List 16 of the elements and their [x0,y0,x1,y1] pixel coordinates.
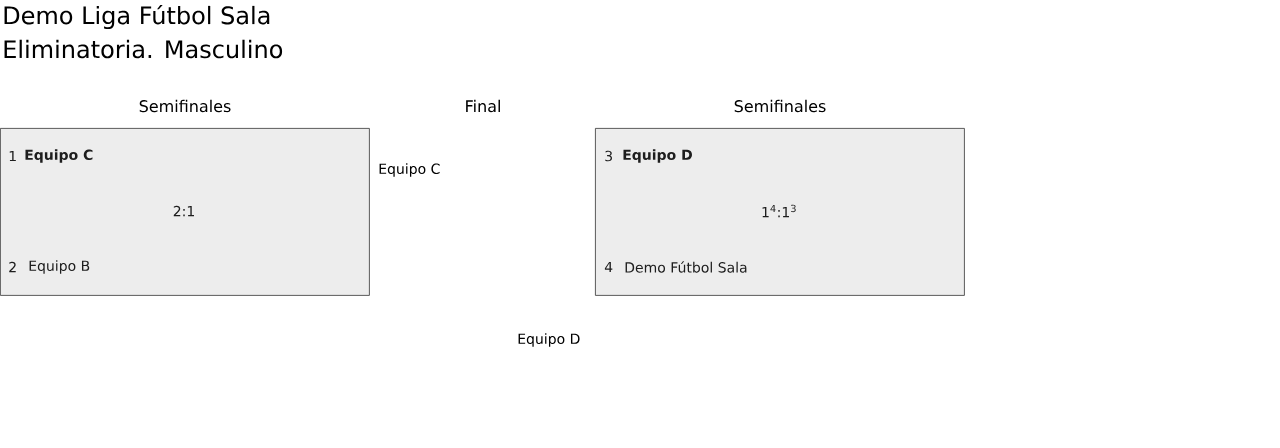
seed-number: 4 [604,261,613,273]
team-name: Demo Fútbol Sala [625,261,747,273]
team-name: Equipo D [623,149,692,163]
seed-number: 3 [605,150,612,162]
column-heading: Semifinales [139,99,231,113]
score: 1$^{4}$:1$^{3}$ [762,204,796,218]
seed-number: 2 [9,261,16,273]
team-name: Equipo D [518,333,580,347]
subtitle: Eliminatoria. Masculino [4,39,283,59]
column-heading: Final [466,99,500,113]
column-heading: Semifinales [734,99,826,113]
score: 2:1 [173,205,194,217]
team-name: Equipo B [29,260,90,274]
seed-number: 1 [9,150,16,162]
title: Demo Liga Fútbol Sala [4,4,270,30]
team-name: Equipo C [25,149,93,163]
